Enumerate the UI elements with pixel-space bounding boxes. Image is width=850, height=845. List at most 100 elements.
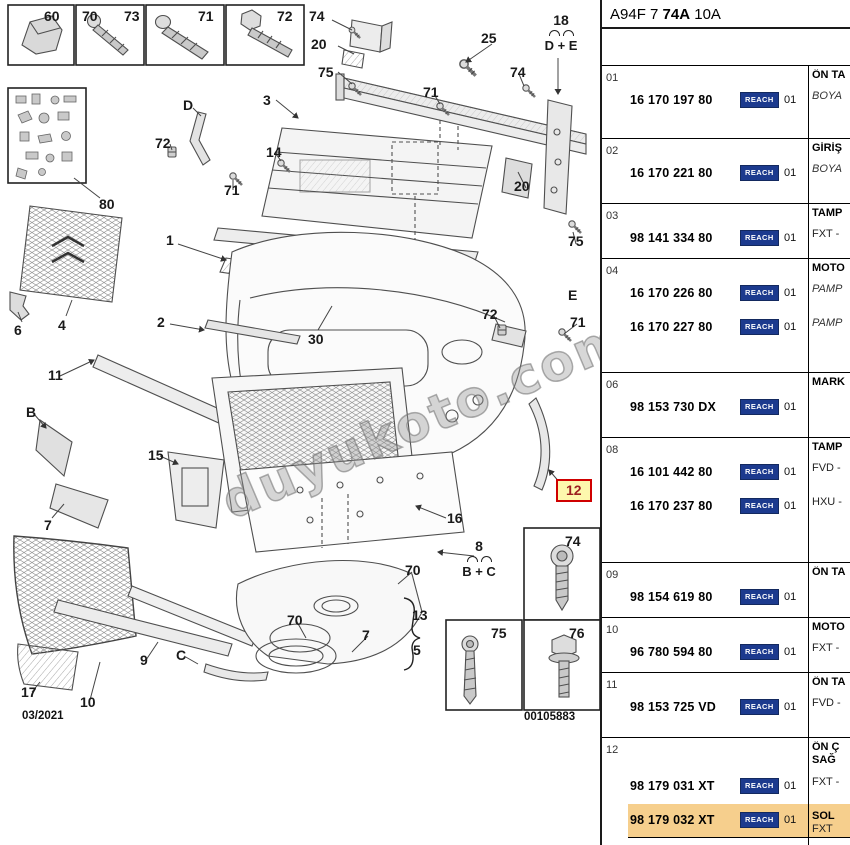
part-entry[interactable]: 16 101 442 80 REACH 01 FVD - — [628, 456, 850, 490]
lower-valance-drawing — [235, 559, 423, 674]
diagram-callout-3: 3 — [263, 92, 271, 108]
part-quantity: 01 — [784, 780, 797, 792]
description-cell: TAMP — [812, 207, 850, 220]
screw-75-icon — [461, 635, 479, 705]
diagram-callout-60: 60 — [44, 8, 60, 24]
arc-icon — [562, 30, 574, 36]
description-cell: GİRİŞ — [812, 142, 850, 155]
bolt-76-icon — [548, 634, 580, 698]
drawing-number: 00105883 — [524, 711, 576, 723]
part-quantity: 01 — [784, 466, 797, 478]
diagram-callout-20: 20 — [311, 36, 327, 52]
description-cell: ÖN TA — [812, 566, 850, 579]
diagram-callout-74: 74 — [565, 533, 581, 549]
parts-table: 01 ÖN TA 16 170 197 80 REACH 01 BOYA 02 GİRİŞ 16… — [602, 65, 850, 845]
description-line: FXT - — [812, 228, 840, 240]
description-column-divider — [808, 259, 809, 372]
reach-badge[interactable]: REACH — [740, 319, 779, 335]
reach-badge[interactable]: REACH — [740, 399, 779, 415]
reach-badge[interactable]: REACH — [740, 699, 779, 715]
diagram-callout-71: 71 — [423, 84, 439, 100]
description-line: SOL — [812, 810, 835, 822]
diagram-callout-25: 25 — [481, 30, 497, 46]
group-ref-zones: B + C — [462, 564, 496, 579]
row-ref-number: 04 — [606, 265, 619, 277]
group-ref-number: 18 — [553, 12, 569, 28]
description-column-divider — [808, 139, 809, 203]
reach-badge[interactable]: REACH — [740, 498, 779, 514]
row-ref-number: 02 — [606, 145, 619, 157]
reach-badge[interactable]: REACH — [740, 644, 779, 660]
group-ref-arcs-icon — [455, 556, 503, 563]
description-line: BOYA — [812, 163, 842, 175]
diagram-callout-71: 71 — [224, 182, 240, 198]
reach-badge[interactable]: REACH — [740, 778, 779, 794]
diagram-callout-2: 2 — [157, 314, 165, 330]
diagram-callout-20: 20 — [514, 178, 530, 194]
description-cell: ÖN TA — [812, 69, 850, 82]
reach-badge[interactable]: REACH — [740, 165, 779, 181]
part-number: 16 170 226 80 — [630, 286, 713, 300]
reach-badge[interactable]: REACH — [740, 230, 779, 246]
description-cell: FXT - — [812, 776, 850, 789]
description-line: HXU - — [812, 496, 842, 508]
reach-badge[interactable]: REACH — [740, 285, 779, 301]
diagram-callout-10: 10 — [80, 694, 96, 710]
side-fins-drawing — [35, 419, 109, 529]
part-number: 98 141 334 80 — [630, 231, 713, 245]
reach-badge[interactable]: REACH — [740, 464, 779, 480]
row-ref-number: 12 — [606, 744, 619, 756]
diagram-artwork — [7, 4, 600, 711]
diagram-callout-14: 14 — [266, 144, 282, 160]
reach-badge[interactable]: REACH — [740, 812, 779, 828]
part-number: 96 780 594 80 — [630, 645, 713, 659]
row-description-header: GİRİŞ — [628, 141, 850, 157]
diagram-callout-9: 9 — [140, 652, 148, 668]
part-number: 16 101 442 80 — [630, 465, 713, 479]
description-line: FXT - — [812, 776, 840, 788]
diagram-callout-80: 80 — [99, 196, 115, 212]
part-number: 16 170 197 80 — [630, 93, 713, 107]
diagram-callout-12-selected: 12 — [556, 479, 592, 502]
diagram-callout-76: 76 — [569, 625, 585, 641]
reach-badge[interactable]: REACH — [740, 92, 779, 108]
description-cell: FXT - — [812, 228, 850, 241]
reach-badge[interactable]: REACH — [740, 589, 779, 605]
diagram-callout-75: 75 — [568, 233, 584, 249]
part-number: 98 153 730 DX — [630, 400, 716, 414]
part-quantity: 01 — [784, 167, 797, 179]
description-line: PAMP — [812, 283, 843, 295]
upper-grille-drawing — [261, 120, 493, 262]
diagram-callout-70: 70 — [82, 8, 98, 24]
stay-bracket-d-drawing — [189, 111, 211, 166]
description-line: MOTO — [812, 262, 845, 274]
description-line: FVD - — [812, 462, 841, 474]
description-line: MARK — [812, 376, 845, 388]
description-cell: MARK — [812, 376, 850, 389]
